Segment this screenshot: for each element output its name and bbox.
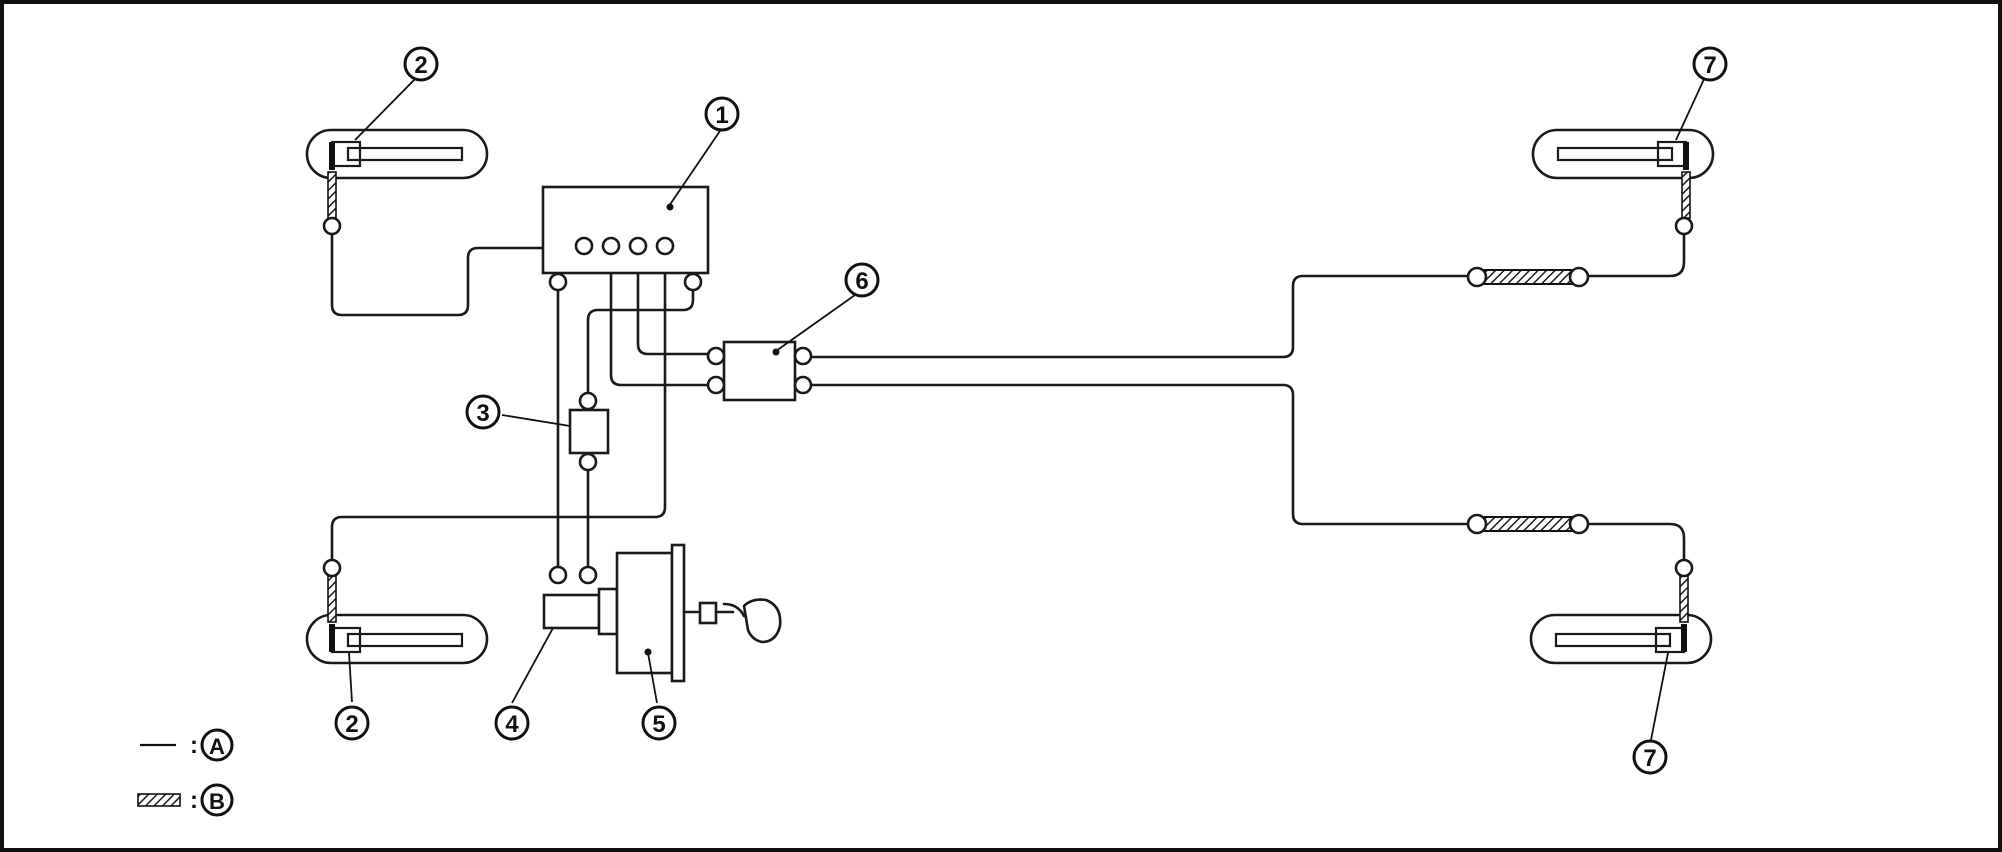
connector-joints: [322, 216, 1694, 578]
front-left-brake-hose: [327, 171, 337, 219]
svg-text:6: 6: [855, 268, 868, 295]
rear-flexible-hoses: [1466, 266, 1590, 535]
svg-text::: :: [190, 732, 198, 759]
rear-right-wheel: [1529, 613, 1713, 665]
legend-item-b: : B: [137, 783, 234, 817]
svg-text:7: 7: [1703, 52, 1716, 79]
junction-block: [706, 340, 813, 402]
svg-text:3: 3: [476, 400, 489, 427]
abs-actuator-unit: [541, 185, 710, 292]
front-right-wheel: [305, 613, 489, 665]
front-left-wheel: [305, 128, 489, 180]
callout-7-bottom: 7: [1632, 739, 1668, 775]
callout-2-top: 2: [403, 46, 439, 82]
svg-text:5: 5: [652, 711, 665, 738]
svg-text:2: 2: [345, 711, 358, 738]
front-right-brake-hose: [327, 575, 337, 623]
svg-text:7: 7: [1643, 745, 1656, 772]
svg-text:2: 2: [414, 52, 427, 79]
brake-tubes: [330, 226, 1686, 577]
brake-booster: [615, 543, 782, 683]
callout-5: 5: [641, 705, 677, 741]
svg-text:4: 4: [505, 711, 519, 738]
callout-1: 1: [704, 96, 740, 132]
legend-item-a: : A: [140, 728, 234, 762]
leader-lines: [348, 76, 1706, 741]
svg-text:1: 1: [715, 102, 728, 129]
proportioning-valve: [568, 391, 610, 472]
callout-7-top: 7: [1692, 46, 1728, 82]
svg-text:B: B: [209, 789, 225, 814]
callout-6: 6: [844, 262, 880, 298]
rear-left-brake-hose: [1681, 171, 1691, 219]
legend: : A : B: [137, 728, 234, 817]
rear-right-brake-hose: [1679, 575, 1689, 623]
callout-4: 4: [494, 705, 530, 741]
svg-text:A: A: [209, 734, 225, 759]
svg-text::: :: [190, 787, 198, 814]
rear-left-wheel: [1531, 128, 1715, 180]
master-cylinder: [542, 565, 619, 636]
callout-3: 3: [465, 394, 501, 430]
callout-2-bottom: 2: [334, 705, 370, 741]
